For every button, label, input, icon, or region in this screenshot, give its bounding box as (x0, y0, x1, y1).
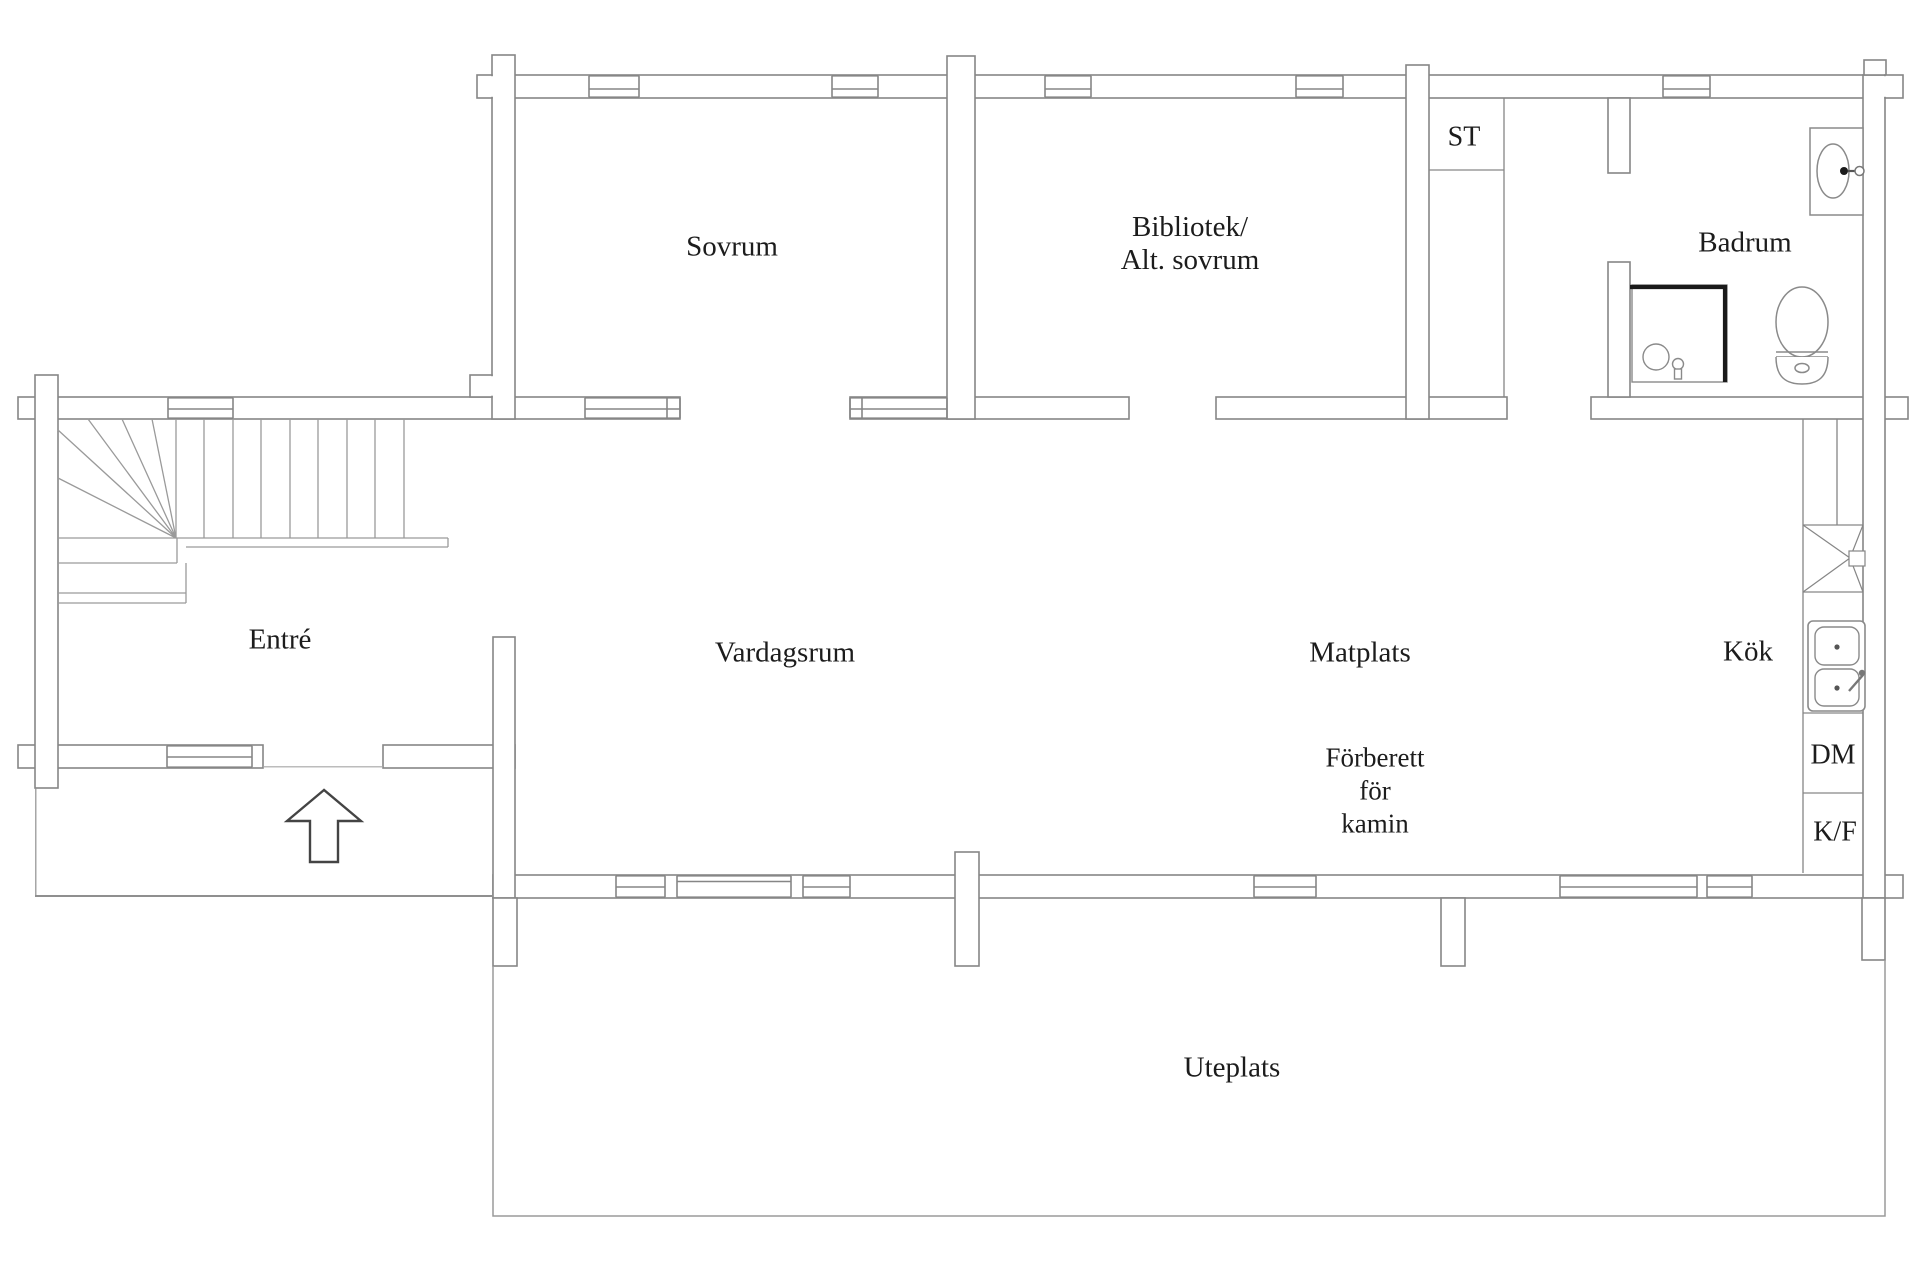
st-closet (1429, 98, 1505, 397)
porch-outline (35, 788, 493, 897)
window-symbols (166, 75, 1753, 898)
opening-sovrum-west (584, 397, 681, 419)
label-kok: Kök (1723, 635, 1773, 668)
wing-west-wall (491, 54, 516, 420)
window-badrum (1662, 75, 1711, 98)
window-entre-south (166, 745, 253, 768)
window-south-3 (1253, 875, 1317, 898)
label-matplats: Matplats (1309, 636, 1411, 669)
label-kamin-line3: kamin (1341, 808, 1409, 839)
patio-stub-east (1440, 897, 1466, 967)
stair-winder-fan (57, 418, 177, 539)
wall-junction-patches (36, 76, 1887, 897)
label-st: ST (1447, 121, 1481, 153)
shower-icon (1630, 284, 1728, 383)
label-uteplats: Uteplats (1183, 1051, 1281, 1084)
window-bibliotek-2 (1295, 75, 1344, 98)
window-entre-north (167, 397, 234, 419)
entre-vardagsrum-divider (492, 636, 516, 899)
label-vardagsrum: Vardagsrum (714, 636, 856, 669)
window-south-4 (1559, 875, 1698, 898)
corner-arm-nw (476, 74, 493, 99)
corner-bump-ne (1863, 59, 1887, 76)
window-sovrum-2 (831, 75, 879, 98)
staircase (57, 418, 449, 604)
stair-lower-steps (58, 538, 187, 604)
window-sovrum-1 (588, 75, 640, 98)
label-bibliotek-line1: Bibliotek/ (1132, 211, 1248, 243)
kitchen-sink-icon (1807, 620, 1866, 712)
label-kamin-line1: Förberett (1325, 742, 1425, 773)
label-entre: Entré (248, 623, 312, 656)
window-south-2 (802, 875, 851, 898)
toilet-icon (1775, 286, 1829, 385)
entre-south-wall-seg1 (17, 744, 264, 769)
entrance-arrow-icon (283, 788, 365, 864)
corner-arm-ne (1884, 74, 1904, 99)
wing-north-wall (491, 74, 1886, 99)
bibliotek-st-divider (1405, 64, 1430, 420)
kitchen-counter (1802, 419, 1863, 873)
terrace-door (676, 875, 792, 898)
corner-bump-west (469, 374, 493, 398)
wing-south-wall-seg4 (1590, 396, 1909, 420)
entre-west-wall (34, 374, 59, 789)
label-kamin: Förberett för kamin (1326, 742, 1425, 841)
label-bibliotek: Bibliotek/ Alt. sovrum (1121, 211, 1260, 277)
bathroom-sink-icon (1809, 127, 1865, 216)
label-sovrum: Sovrum (686, 230, 778, 263)
patio-stub-corner (1861, 897, 1886, 961)
window-bibliotek-1 (1044, 75, 1092, 98)
label-kf: K/F (1813, 816, 1857, 848)
st-closet-lines (1429, 98, 1505, 397)
stair-treads (175, 419, 405, 538)
label-bibliotek-line2: Alt. sovrum (1120, 244, 1260, 276)
badrum-west-stub-top (1607, 97, 1631, 174)
east-wall (1862, 74, 1886, 899)
sovrum-bibliotek-divider (946, 55, 976, 420)
stove-icon (1802, 524, 1866, 593)
window-south-5 (1706, 875, 1753, 898)
patio-stub-west (492, 897, 518, 967)
patio-outline (492, 960, 1886, 1217)
walls (17, 54, 1909, 967)
stair-stringer (58, 537, 449, 548)
wing-south-wall-seg3 (1215, 396, 1508, 420)
wing-south-wall-seg1 (17, 396, 681, 420)
label-badrum: Badrum (1698, 226, 1792, 259)
label-dm: DM (1810, 739, 1856, 771)
badrum-west-stub-bottom (1607, 261, 1631, 398)
label-kamin-line2: för (1359, 775, 1391, 806)
window-south-1 (615, 875, 666, 898)
wing-south-wall-seg2 (849, 396, 1130, 420)
patio-stub-mid (954, 851, 980, 967)
opening-sovrum-east (849, 397, 948, 419)
